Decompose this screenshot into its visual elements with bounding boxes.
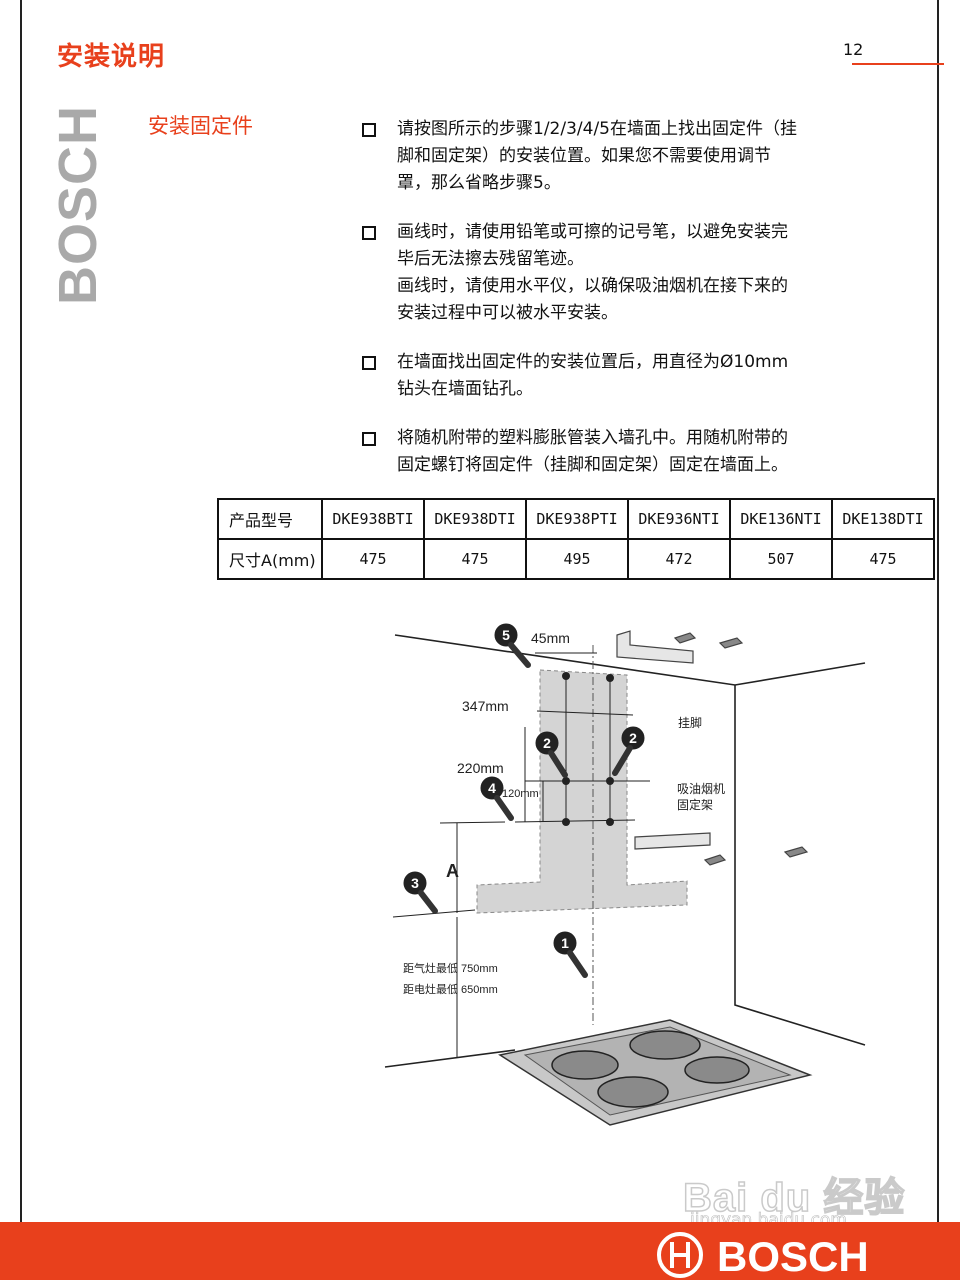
screw-icon (673, 632, 697, 644)
step-label: 2 (543, 735, 551, 751)
step-label: 5 (502, 627, 510, 643)
instruction-line: 将随机附带的塑料膨胀管装入墙孔中。用随机附带的 (397, 428, 788, 448)
table-row-header: 产品型号 (217, 498, 323, 540)
burner-icon (684, 1056, 750, 1084)
step-marker (553, 931, 577, 955)
burner-icon (597, 1076, 669, 1108)
pencil-icon (567, 950, 588, 978)
table-cell: DKE138DTI (831, 498, 935, 540)
dim-label-45: 45mm (531, 630, 570, 646)
instruction-item: 请按图所示的步骤1/2/3/4/5在墙面上找出固定件（挂 脚和固定架）的安装位置… (360, 116, 860, 197)
instruction-list: 请按图所示的步骤1/2/3/4/5在墙面上找出固定件（挂 脚和固定架）的安装位置… (360, 116, 860, 501)
table-row: 产品型号 DKE938BTI DKE938DTI DKE938PTI DKE93… (217, 498, 935, 540)
burner-icon (629, 1030, 701, 1060)
step-marker (480, 776, 504, 800)
pencil-icon (508, 642, 531, 668)
side-brand-text: BOSCH (48, 104, 108, 306)
screw-icon (718, 637, 744, 649)
clearance-electric-label: 距电灶最低 650mm (403, 983, 498, 996)
installation-diagram: 5 2 2 3 4 1 45mm 347mm 220mm 120mm A 挂脚 … (384, 623, 866, 1126)
counter-line (384, 1049, 516, 1068)
pencil-icon (548, 750, 568, 778)
horizontal-guide (514, 819, 636, 823)
instruction-item: 画线时，请使用铅笔或可擦的记号笔，以避免安装完 毕后无法擦去残留笔迹。 画线时，… (360, 219, 860, 327)
instruction-line: 钻头在墙面钻孔。 (397, 379, 533, 399)
step-marker (621, 726, 645, 750)
footer-logo-text: BOSCH (717, 1233, 869, 1280)
header-rule (852, 63, 944, 65)
dim-line-347 (536, 710, 634, 716)
clearance-gas-label: 距气灶最低 750mm (403, 961, 498, 975)
table-cell: DKE938DTI (423, 498, 527, 540)
step-label: 4 (488, 780, 496, 796)
hood-fixing-bracket (634, 832, 711, 850)
bracket-label: 吸油烟机 (677, 782, 725, 796)
instruction-line: 毕后无法擦去残留笔迹。 (397, 249, 584, 269)
step-marker (494, 623, 518, 647)
checkbox-bullet-icon (362, 226, 376, 240)
wall-hook-label: 挂脚 (678, 715, 702, 730)
table-row: 尺寸A(mm) 475 475 495 472 507 475 (217, 538, 935, 580)
checkbox-bullet-icon (362, 432, 376, 446)
dim-label-120: 120mm (502, 788, 539, 800)
table-cell: 495 (525, 538, 629, 580)
step-marker (535, 731, 559, 755)
instruction-line: 在墙面找出固定件的安装位置后，用直径为Ø10mm (397, 352, 789, 372)
checkbox-bullet-icon (362, 356, 376, 370)
screw-icon (703, 854, 727, 866)
watermark-logo: Bai du 经验 (682, 1175, 906, 1221)
instruction-item: 在墙面找出固定件的安装位置后，用直径为Ø10mm 钻头在墙面钻孔。 (360, 349, 860, 403)
step-label: 1 (561, 935, 569, 951)
screw-icon (783, 846, 809, 858)
instruction-line: 脚和固定架）的安装位置。如果您不需要使用调节 (397, 146, 771, 166)
footer-bosch-logo: BOSCH (657, 1232, 869, 1280)
page-title: 安装说明 (57, 42, 166, 72)
table-cell: 472 (627, 538, 731, 580)
pencil-icon (418, 890, 438, 914)
table-cell: DKE136NTI (729, 498, 833, 540)
pencil-icon (494, 795, 514, 821)
instruction-item: 将随机附带的塑料膨胀管装入墙孔中。用随机附带的 固定螺钉将固定件（挂脚和固定架）… (360, 425, 860, 479)
side-brand-logo: BOSCH (48, 100, 108, 310)
dim-label-A: A (446, 861, 459, 881)
table-cell: 475 (831, 538, 935, 580)
table-cell: 507 (729, 538, 833, 580)
left-frame-line (20, 0, 22, 1222)
step-marker (403, 871, 427, 895)
wall-corner-line (734, 685, 866, 1046)
instruction-line: 安装过程中可以被水平安装。 (397, 303, 618, 323)
bracket-label: 固定架 (677, 797, 713, 812)
table-cell: DKE938BTI (321, 498, 425, 540)
step-label: 3 (411, 875, 419, 891)
page-number: 12 (843, 40, 864, 59)
dim-label-347: 347mm (462, 698, 509, 714)
right-frame-line (937, 0, 939, 1222)
dim-label-220: 220mm (457, 760, 504, 776)
burner-icon (551, 1050, 619, 1080)
horizontal-guide (439, 821, 506, 824)
table-cell: DKE938PTI (525, 498, 629, 540)
table-cell: DKE936NTI (627, 498, 731, 540)
step-label: 2 (629, 730, 637, 746)
instruction-line: 画线时，请使用铅笔或可擦的记号笔，以避免安装完 (397, 222, 788, 242)
pencil-icon (612, 745, 633, 776)
instruction-line: 画线时，请使用水平仪，以确保吸油烟机在接下来的 (397, 276, 788, 296)
section-title: 安装固定件 (148, 114, 253, 138)
instruction-line: 请按图所示的步骤1/2/3/4/5在墙面上找出固定件（挂 (397, 119, 797, 139)
checkbox-bullet-icon (362, 123, 376, 137)
table-row-header: 尺寸A(mm) (217, 538, 323, 580)
bosch-armature-icon (657, 1232, 703, 1278)
spec-table: 产品型号 DKE938BTI DKE938DTI DKE938PTI DKE93… (217, 498, 935, 580)
cooktop-surface (523, 1026, 792, 1116)
table-cell: 475 (321, 538, 425, 580)
instruction-line: 罩，那么省略步骤5。 (397, 173, 561, 193)
instruction-line: 固定螺钉将固定件（挂脚和固定架）固定在墙面上。 (397, 455, 788, 475)
wall-hook-bracket (616, 630, 694, 664)
footer-bar (0, 1222, 960, 1280)
table-cell: 475 (423, 538, 527, 580)
